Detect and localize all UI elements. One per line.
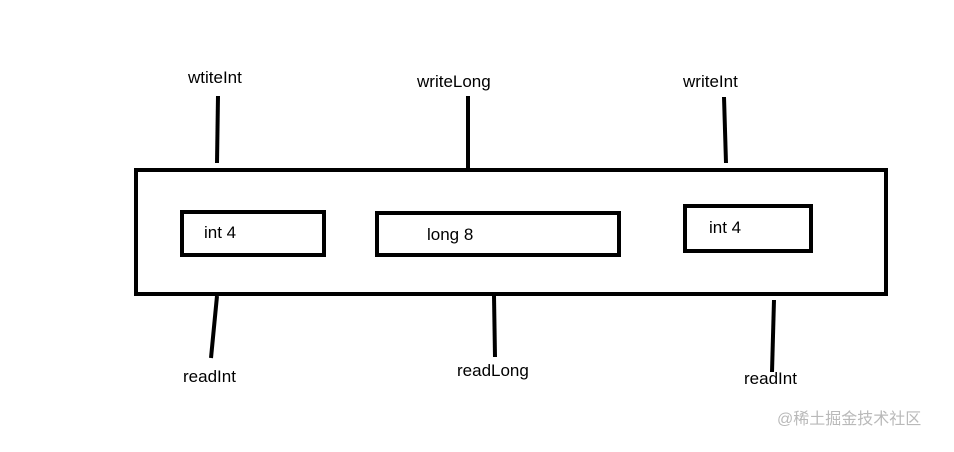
field-box-int-left [180,210,326,257]
connector-top-right [722,96,728,164]
label-write-int-right: writeInt [683,72,738,91]
field-box-int-right [683,204,813,253]
label-read-int-left: readInt [183,367,236,386]
label-write-long: writeLong [417,72,491,91]
label-read-int-right: readInt [744,369,797,388]
field-label-int-left: int 4 [204,223,237,242]
buffer-outer-box [134,168,888,296]
field-label-long: long 8 [427,225,474,244]
connector-bottom-left [209,295,219,359]
label-read-long: readLong [457,361,529,380]
field-label-int-right: int 4 [709,218,742,237]
watermark-text: @稀土掘金技术社区 [777,411,922,428]
connector-top-left [215,95,220,164]
field-box-long [375,211,621,257]
label-write-int-left: wtiteInt [188,68,242,87]
connector-bottom-middle [492,295,497,358]
connector-bottom-right [770,299,776,373]
